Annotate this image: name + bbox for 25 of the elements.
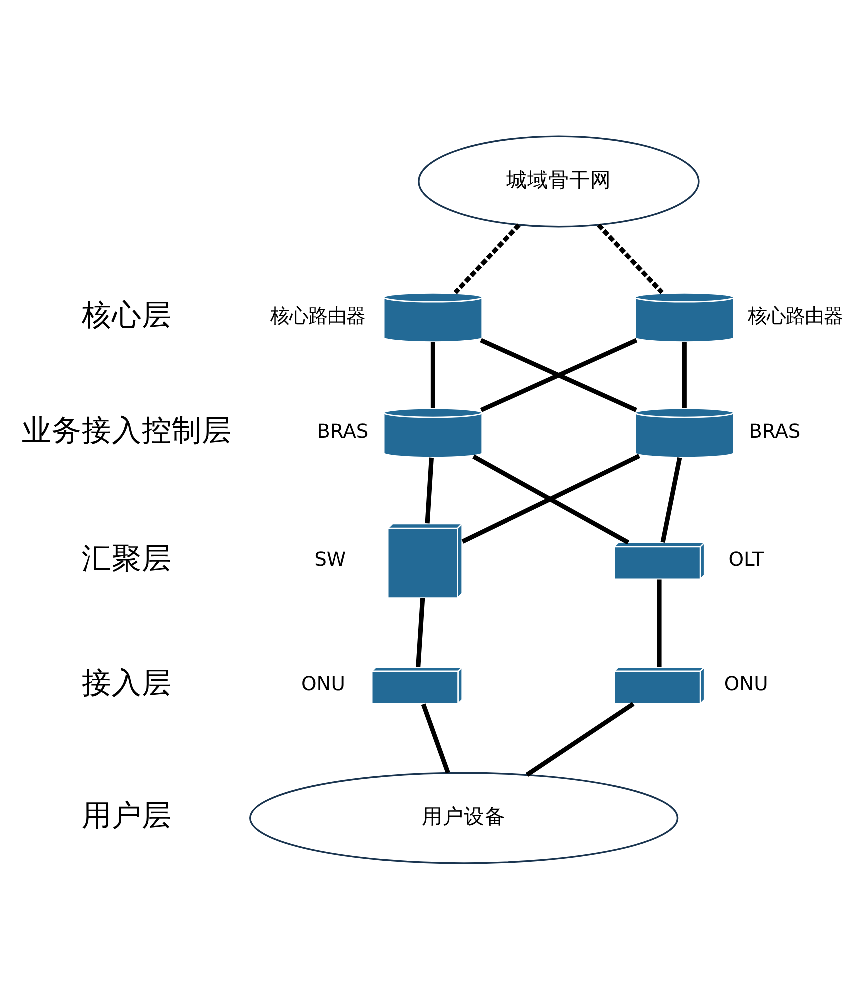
connector xyxy=(682,342,687,408)
node-label: BRAS xyxy=(317,420,369,443)
node-label: SW xyxy=(314,548,346,571)
node-label: BRAS xyxy=(749,420,801,443)
node-ellipse: 用户设备 xyxy=(250,772,679,864)
connector xyxy=(597,224,664,294)
node-label: OLT xyxy=(728,548,764,571)
label: 用户层 xyxy=(82,798,172,834)
label: 接入层 xyxy=(82,666,172,701)
node-label: ONU xyxy=(302,672,346,696)
connector xyxy=(430,342,436,408)
connector xyxy=(421,704,450,774)
node-label: 核心路由器 xyxy=(748,304,843,328)
node-ellipse: 城域骨干网 xyxy=(418,136,700,228)
label: 业务接入控制层 xyxy=(22,413,232,448)
label: 核心层 xyxy=(82,298,172,333)
connector xyxy=(416,598,426,668)
node-label: 核心路由器 xyxy=(270,304,366,328)
label: 汇聚层 xyxy=(82,541,172,576)
connector xyxy=(526,702,635,777)
connector xyxy=(454,224,521,294)
connector xyxy=(660,457,682,543)
node-label: ONU xyxy=(724,672,768,696)
connector xyxy=(657,580,662,668)
connector xyxy=(425,458,434,524)
